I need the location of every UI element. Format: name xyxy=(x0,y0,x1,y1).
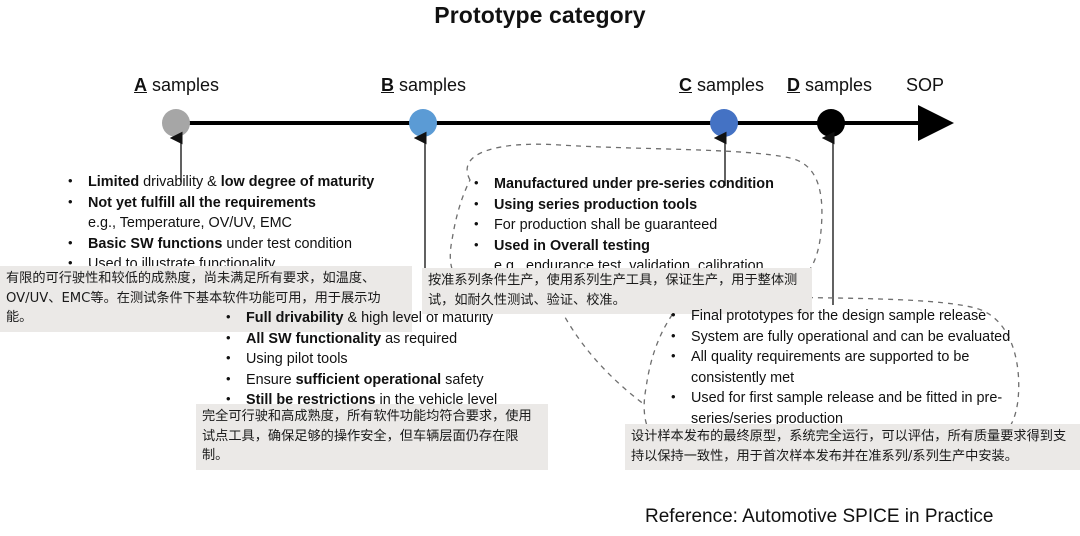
bullet-text: Final prototypes for the design sample r… xyxy=(691,308,987,324)
bullet-list-d: Final prototypes for the design sample r… xyxy=(663,305,1045,429)
milestone-dot-d xyxy=(817,109,845,137)
milestone-label-d: D samples xyxy=(787,76,872,94)
bullet-emphasis: Using series production tools xyxy=(494,196,698,213)
text-block-a-samples: Limited drivability & low degree of matu… xyxy=(60,171,460,275)
milestone-word-a: samples xyxy=(152,75,220,95)
bullet-text: Used for first sample release and be fit… xyxy=(691,390,1003,427)
bullet-item: e.g., Temperature, OV/UV, EMC xyxy=(60,213,460,234)
bullet-emphasis: sufficient operational xyxy=(295,371,442,388)
bullet-text: System are fully operational and can be … xyxy=(691,328,1011,345)
bullet-emphasis: low degree of maturity xyxy=(220,174,375,190)
bullet-emphasis: Limited xyxy=(88,174,140,190)
milestone-label-sop: SOP xyxy=(906,75,945,95)
bullet-list-a: Limited drivability & low degree of matu… xyxy=(60,171,460,275)
bullet-item: Manufactured under pre-series condition xyxy=(466,173,846,195)
bullet-text: safety xyxy=(441,371,484,388)
milestone-label-c: C samples xyxy=(679,76,764,94)
bullet-item: System are fully operational and can be … xyxy=(663,326,1045,348)
translation-band-d: 设计样本发布的最终原型，系统完全运行，可以评估，所有质量要求得到支持以保持一致性… xyxy=(625,424,1080,470)
bullet-emphasis: Not yet fulfill all the requirements xyxy=(88,194,316,211)
bullet-list-b: Full drivability & high level of maturit… xyxy=(218,307,618,411)
bullet-item: Full drivability & high level of maturit… xyxy=(218,307,618,329)
bullet-item: Limited drivability & low degree of matu… xyxy=(60,171,460,193)
milestone-label-b: B samples xyxy=(381,76,466,94)
bullet-item: For production shall be guaranteed xyxy=(466,214,846,236)
bullet-text: as required xyxy=(381,330,458,347)
milestone-label-a: A samples xyxy=(134,76,219,94)
bullet-text: Using pilot tools xyxy=(246,351,348,367)
bullet-emphasis: Basic SW functions xyxy=(88,235,223,252)
bullet-item: Used for first sample release and be fit… xyxy=(663,387,1045,429)
bullet-item: Used in Overall testing xyxy=(466,235,846,257)
bullet-item: All SW functionality as required xyxy=(218,328,618,350)
text-block-d-samples: Final prototypes for the design sample r… xyxy=(663,305,1045,429)
bullet-emphasis: Used in Overall testing xyxy=(494,237,650,254)
milestone-letter-a: A xyxy=(134,75,147,95)
milestone-letter-c: C xyxy=(679,75,692,95)
milestone-letter-b: B xyxy=(381,75,394,95)
bullet-emphasis: Manufactured under pre-series condition xyxy=(494,176,774,192)
bullet-item: Not yet fulfill all the requirements xyxy=(60,192,460,214)
callout-outline-c xyxy=(449,143,823,300)
bullet-text: For production shall be guaranteed xyxy=(494,217,718,233)
bullet-emphasis: All SW functionality xyxy=(246,330,382,347)
translation-band-b: 完全可行驶和高成熟度，所有软件功能均符合要求，使用试点工具，确保足够的操作安全，… xyxy=(196,404,548,470)
milestone-word-c: samples xyxy=(697,75,765,95)
bullet-text: & high level of maturity xyxy=(343,310,494,326)
bullet-text: under test condition xyxy=(222,235,352,252)
milestone-letter-d: D xyxy=(787,75,800,95)
bullet-text: All quality requirements are supported t… xyxy=(691,349,970,386)
milestone-dot-c xyxy=(710,109,738,137)
reference-note: Reference: Automotive SPICE in Practice xyxy=(645,506,994,527)
bullet-item: Ensure sufficient operational safety xyxy=(218,369,618,391)
bullet-item: Basic SW functions under test condition xyxy=(60,233,460,255)
milestone-dot-b xyxy=(409,109,437,137)
milestone-word-d: samples xyxy=(805,75,873,95)
bullet-item: Using series production tools xyxy=(466,194,846,216)
bullet-text: drivability & xyxy=(139,174,221,190)
text-block-c-samples: Manufactured under pre-series conditionU… xyxy=(466,173,846,277)
bullet-text: Ensure xyxy=(246,371,296,388)
bullet-emphasis: Full drivability xyxy=(246,310,344,326)
milestone-word-b: samples xyxy=(399,75,467,95)
bullet-item: Using pilot tools xyxy=(218,348,618,370)
bullet-list-c: Manufactured under pre-series conditionU… xyxy=(466,173,846,277)
bullet-item: All quality requirements are supported t… xyxy=(663,346,1045,388)
bullet-item: Final prototypes for the design sample r… xyxy=(663,305,1045,327)
text-block-b-samples: Full drivability & high level of maturit… xyxy=(218,307,618,411)
page-title: Prototype category xyxy=(434,2,646,28)
bullet-text: e.g., Temperature, OV/UV, EMC xyxy=(88,215,292,231)
milestone-dot-a xyxy=(162,109,190,137)
